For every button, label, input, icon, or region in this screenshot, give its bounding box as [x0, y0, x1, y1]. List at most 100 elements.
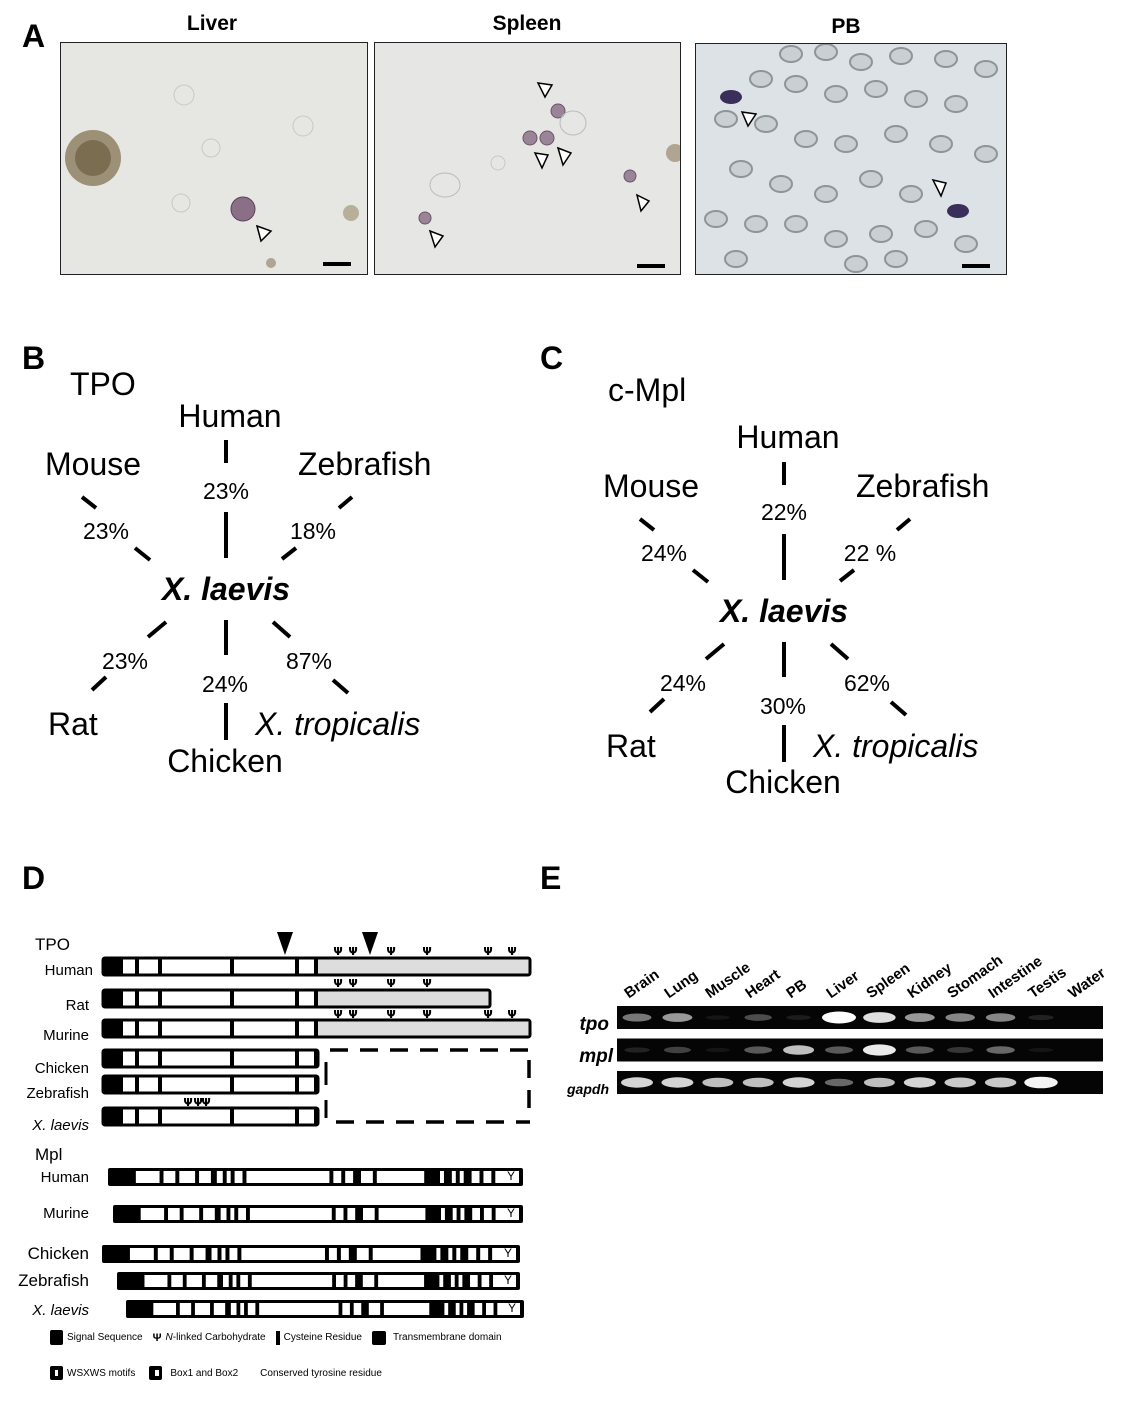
tpo-bar-chicken	[101, 1048, 320, 1069]
n-linked-carbohydrate-icon: Ψ	[386, 1008, 395, 1021]
mpl-bar-xlaevis	[126, 1300, 524, 1318]
red-blood-cell	[704, 210, 728, 228]
tpo-row-label-human: Human	[44, 962, 93, 979]
tpo-bar-rat	[101, 988, 492, 1009]
mpl-segment	[251, 1275, 333, 1287]
gel-band	[945, 1013, 975, 1022]
mpl-segment	[342, 1303, 350, 1315]
mpl-domain-title: Mpl	[35, 1145, 63, 1164]
mpl-segment	[353, 1303, 362, 1315]
mpl-segment	[171, 1275, 183, 1287]
gel-image	[617, 1006, 1103, 1094]
n-linked-carbohydrate-icon: Ψ	[483, 1008, 492, 1021]
mpl-segment	[238, 1208, 246, 1220]
red-blood-cell	[834, 135, 858, 153]
transmembrane-swatch	[371, 1330, 386, 1345]
image-title-spleen: Spleen	[492, 12, 562, 35]
gel-band	[661, 1077, 694, 1088]
n-linked-carbohydrate-icon: Ψ	[507, 945, 516, 958]
gel-band	[622, 1013, 652, 1022]
gel-band	[825, 1046, 853, 1054]
mpl-segment	[455, 1303, 460, 1315]
red-blood-cell	[779, 45, 803, 63]
red-blood-cell	[974, 60, 998, 78]
mpl-segment	[230, 1208, 235, 1220]
cleavage-arrowhead-icon	[277, 932, 293, 955]
mpl-segment	[480, 1248, 489, 1260]
identity-mouse: 23%	[82, 518, 130, 544]
cysteine-residue	[135, 958, 139, 975]
gel-band	[786, 1015, 812, 1020]
mpl-segment	[335, 1208, 344, 1220]
gel-band	[624, 1047, 650, 1053]
red-blood-cell	[729, 160, 753, 178]
mpl-segment	[452, 1208, 457, 1220]
tpo-row-label-zebrafish: Zebrafish	[26, 1085, 89, 1102]
mpl-segment	[259, 1303, 339, 1315]
mpl-row-label-zebrafish: Zebrafish	[18, 1271, 89, 1290]
gel-band	[862, 1044, 896, 1056]
mpl-segment	[345, 1171, 354, 1183]
mpl-segment	[362, 1275, 375, 1287]
lane-label-pb: PB	[782, 976, 810, 1002]
cysteine-residue	[158, 1050, 162, 1067]
red-blood-cell	[954, 235, 978, 253]
gene-label-tpo: tpo	[579, 1014, 609, 1035]
tpo-bar-human	[101, 956, 532, 977]
mpl-bar-zebrafish	[117, 1272, 520, 1290]
cysteine-residue	[230, 1020, 234, 1037]
center-species: X. laevis	[161, 571, 291, 607]
red-blood-cell	[944, 95, 968, 113]
mpl-segment	[441, 1208, 445, 1220]
mpl-segment	[376, 1171, 425, 1183]
mpl-segment	[173, 1248, 190, 1260]
mpl-segment	[183, 1208, 200, 1220]
gel-band	[824, 1078, 854, 1087]
identity-rat: 23%	[101, 648, 149, 674]
identity-human: 23%	[202, 478, 250, 504]
signal-sequence	[103, 1050, 123, 1067]
gel-band	[822, 1011, 856, 1024]
image-title-pb: PB	[831, 15, 861, 38]
gel-band	[984, 1077, 1017, 1088]
cysteine-residue	[295, 1076, 299, 1093]
signal-sequence	[103, 1076, 123, 1093]
tpo-row-label-rat: Rat	[65, 997, 89, 1014]
signal-sequence	[103, 990, 123, 1007]
red-blood-cell	[794, 130, 818, 148]
mpl-segment	[129, 1248, 154, 1260]
mpl-segment	[205, 1275, 218, 1287]
mpl-segment	[368, 1303, 381, 1315]
red-blood-cell	[864, 80, 888, 98]
red-blood-cell	[884, 125, 908, 143]
c-terminal-domain	[318, 959, 529, 974]
species-chicken: Chicken	[167, 743, 283, 779]
cysteine-residue	[135, 990, 139, 1007]
mpl-segment	[179, 1171, 196, 1183]
species-zebrafish: Zebrafish	[856, 468, 990, 504]
mpl-segment	[340, 1248, 349, 1260]
center-species: X. laevis	[719, 593, 849, 629]
signal-sequence	[103, 958, 123, 975]
n-linked-carbohydrate-icon: Ψ	[201, 1096, 210, 1109]
arrowhead-icon	[740, 111, 758, 128]
red-blood-cell	[914, 220, 938, 238]
gel-band	[742, 1077, 774, 1088]
red-blood-cell	[784, 215, 808, 233]
lane-label-lung: Lung	[661, 967, 702, 1002]
cysteine-residue	[158, 958, 162, 975]
mpl-segment	[361, 1171, 373, 1183]
mpl-segment	[472, 1208, 480, 1220]
red-blood-cell	[974, 145, 998, 163]
cysteine-residue	[158, 1076, 162, 1093]
mpl-segment	[347, 1275, 356, 1287]
tpo-row-label-xlaevis: X. laevis	[32, 1117, 89, 1134]
cysteine-residue	[230, 1108, 234, 1125]
tpo-heading: TPO	[70, 366, 136, 402]
tyrosine-label: Y	[504, 1273, 513, 1287]
cleavage-arrowhead-icon	[362, 932, 378, 955]
mpl-segment	[213, 1303, 226, 1315]
c-terminal-domain	[318, 1021, 529, 1036]
lane-label-brain: Brain	[621, 966, 663, 1002]
mpl-bar-murine	[113, 1205, 523, 1223]
